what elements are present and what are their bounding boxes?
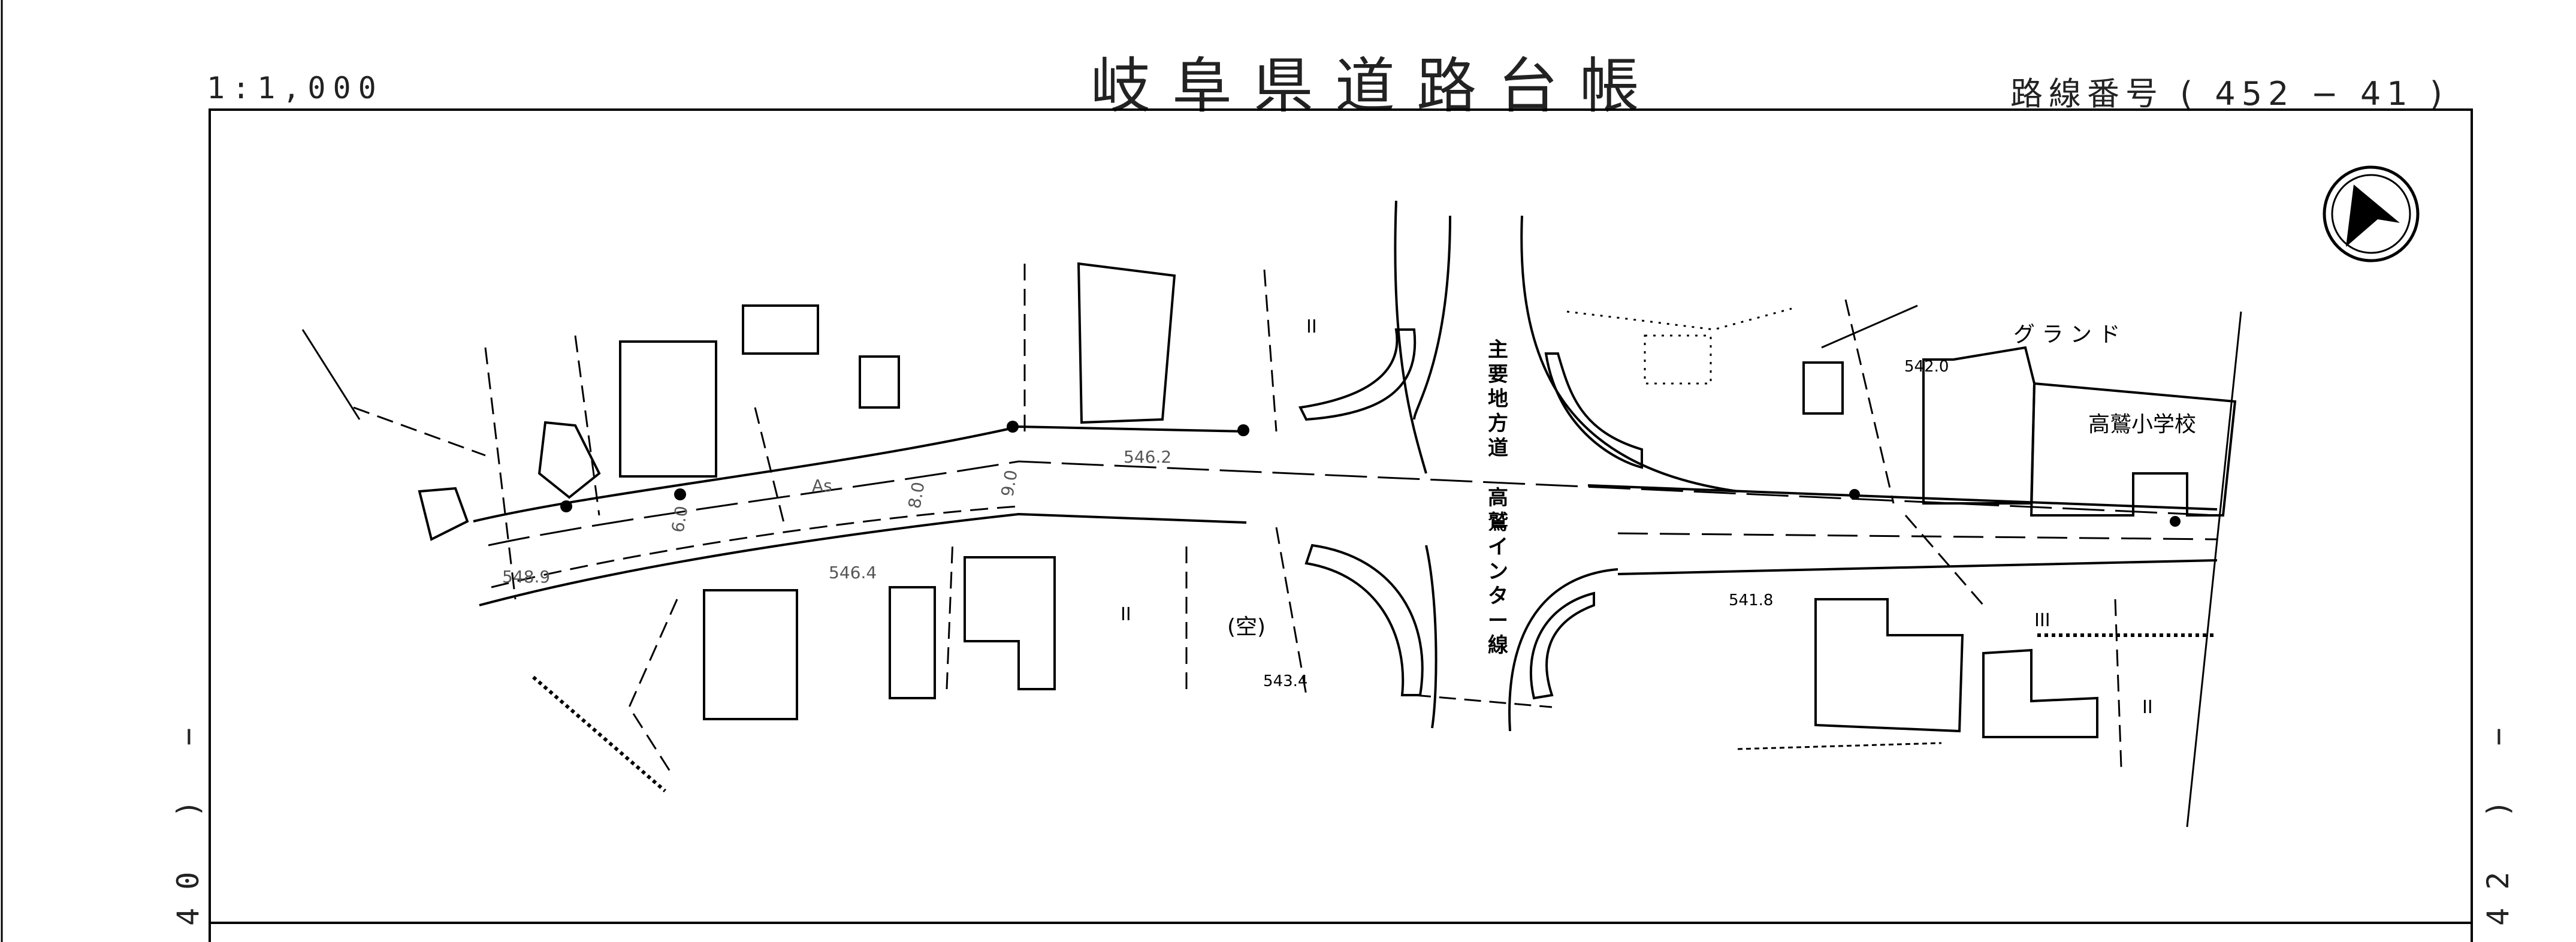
island-se bbox=[1529, 591, 1595, 700]
road-name-2-char-3: イ bbox=[1488, 535, 1508, 559]
buildings bbox=[418, 262, 2237, 738]
school-label: 高鷲小学校 bbox=[2088, 412, 2196, 437]
cross-west-south bbox=[1425, 545, 1438, 729]
ground-label: グ ラ ン ド bbox=[2013, 322, 2120, 347]
road-name-2-char-6: ー bbox=[1488, 609, 1508, 633]
road-name-1-char-3: 地 bbox=[1488, 387, 1508, 411]
utility-poles bbox=[560, 421, 2181, 527]
parcel-line bbox=[1263, 269, 1278, 432]
route-number: 路線番号 ( 452 − 41 ) bbox=[2010, 75, 2448, 113]
road-width-label: 8.0 bbox=[904, 481, 928, 511]
cross-east-north bbox=[1520, 215, 1738, 493]
road-edge-north-east bbox=[1587, 484, 2218, 511]
elevation-label: 546.2 bbox=[1124, 447, 1171, 467]
road-name-1-char-1: 主 bbox=[1488, 338, 1508, 362]
road-centerline bbox=[488, 460, 2218, 547]
mark-label: II bbox=[2142, 697, 2153, 718]
corner-islands bbox=[1298, 328, 1643, 700]
misc-line bbox=[2186, 311, 2242, 828]
building bbox=[742, 304, 819, 355]
school-building bbox=[2030, 382, 2237, 517]
scale-label: 1:1,000 bbox=[207, 71, 383, 105]
vacant-label: (空) bbox=[1227, 615, 1266, 639]
road-name-2-char-1: 高 bbox=[1488, 486, 1508, 510]
cross-east-south bbox=[1508, 568, 1618, 732]
road-name-1-char-5: 道 bbox=[1488, 436, 1508, 460]
parcel-line bbox=[1275, 527, 1307, 696]
road-name-2-char-4: ン bbox=[1488, 560, 1508, 584]
building bbox=[964, 556, 1056, 690]
road-edge-south bbox=[479, 512, 1247, 606]
building bbox=[703, 589, 798, 720]
parcel-line bbox=[754, 407, 786, 528]
parcel-line bbox=[1844, 299, 1895, 504]
road-name-2-char-2: 鷲 bbox=[1488, 511, 1508, 535]
utility-pole bbox=[2170, 516, 2181, 527]
road-edge-south-east bbox=[1617, 559, 2218, 575]
road-centerline-east bbox=[1617, 532, 2218, 541]
parcel-line bbox=[628, 599, 678, 774]
parcel-boundaries bbox=[353, 264, 2122, 774]
misc-line bbox=[1821, 304, 1918, 349]
surface-label: As bbox=[812, 476, 832, 496]
dotted-area bbox=[1644, 334, 1712, 385]
island-sw bbox=[1304, 544, 1424, 696]
road-name-1-char-4: 方 bbox=[1488, 412, 1508, 436]
parcel-line bbox=[574, 335, 600, 516]
parcel-line bbox=[946, 539, 954, 690]
building bbox=[537, 421, 601, 499]
mark-label: II bbox=[1121, 604, 1131, 625]
road-sideline-south bbox=[491, 505, 1019, 588]
school-ground-boundary bbox=[1566, 307, 1792, 331]
fence-line bbox=[532, 675, 666, 793]
cross-west-north bbox=[1394, 200, 1427, 474]
building bbox=[418, 487, 469, 541]
parcel-line bbox=[1904, 515, 1985, 606]
building bbox=[1077, 262, 1176, 424]
parcel-line bbox=[484, 347, 517, 600]
misc-lines bbox=[301, 304, 2242, 828]
road-name-1-char-2: 要 bbox=[1488, 363, 1508, 387]
elevation-label: 546.4 bbox=[829, 563, 877, 582]
elevation-label: 541.8 bbox=[1729, 591, 1773, 609]
road-width-label: 6.0 bbox=[668, 505, 691, 535]
mark-label: III bbox=[2034, 610, 2050, 631]
map-frame bbox=[209, 108, 2473, 942]
parcel-line bbox=[2114, 599, 2122, 768]
island-ne bbox=[1544, 352, 1643, 469]
parcel-line bbox=[353, 406, 486, 457]
building bbox=[1982, 648, 2098, 738]
building bbox=[1802, 361, 1844, 415]
main-road bbox=[473, 425, 2218, 606]
island-nw bbox=[1298, 328, 1417, 421]
elevation-label: 542.0 bbox=[1904, 358, 1949, 376]
utility-pole bbox=[1237, 424, 1249, 436]
parcel-line bbox=[1414, 694, 1553, 708]
utility-pole bbox=[1849, 489, 1860, 500]
utility-pole bbox=[674, 488, 686, 500]
road-name-vertical: 主 要 地 方 道 高 鷲 イ ン タ ー 線 bbox=[1488, 338, 1508, 657]
road-name-2-char-7: 線 bbox=[1488, 633, 1508, 657]
utility-pole bbox=[1007, 421, 1019, 433]
cross-road bbox=[1394, 200, 1738, 732]
elevation-label: 543.4 bbox=[1263, 672, 1307, 690]
misc-line bbox=[1737, 742, 1942, 750]
road-edge-north bbox=[473, 425, 1247, 523]
north-arrow-icon bbox=[2323, 165, 2420, 262]
road-width-label: 9.0 bbox=[997, 469, 1021, 499]
mark-label: II bbox=[1306, 316, 1317, 337]
building bbox=[1814, 598, 1964, 733]
road-name-2-char-5: タ bbox=[1488, 584, 1508, 608]
building bbox=[859, 355, 900, 409]
building bbox=[619, 340, 717, 478]
misc-line bbox=[301, 329, 361, 420]
building bbox=[889, 586, 936, 699]
utility-pole bbox=[560, 500, 572, 512]
cross-west-north-inner bbox=[1413, 215, 1451, 420]
elevation-label: 548.9 bbox=[502, 567, 550, 587]
